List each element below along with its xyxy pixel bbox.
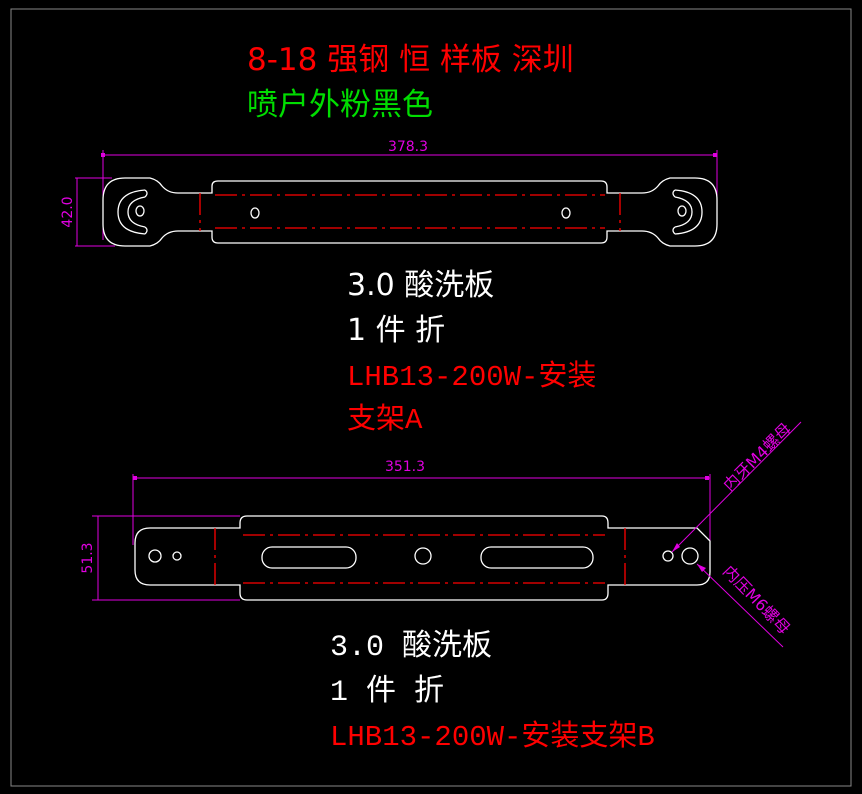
part-b-name: LHB13-200W-安装支架B [330, 719, 655, 754]
part-b-width-dimension: 351.3 [385, 459, 425, 475]
leader-m6 [696, 563, 784, 648]
part-b-drawing: 351.3 51.3 内牙M4螺母 内压M6螺母 [80, 419, 802, 648]
part-a-dimensions: 378.3 42.0 [60, 139, 718, 247]
note-m6-nut: 内压M6螺母 [719, 562, 794, 639]
note-m4-nut: 内牙M4螺母 [719, 419, 795, 495]
part-a-width-dimension: 378.3 [388, 139, 428, 155]
drawing-frame [10, 8, 852, 787]
part-a-name-line2: 支架A [347, 402, 423, 437]
part-b-quantity: 1 件 折 [330, 674, 444, 710]
part-b-material: 3.0 酸洗板 [330, 629, 492, 665]
title-text: 8-18 强钢 恒 样板 深圳 [247, 42, 574, 78]
part-b-dimensions: 351.3 51.3 [80, 459, 711, 601]
leader-m4 [671, 421, 802, 553]
part-a-height-dimension: 42.0 [60, 196, 76, 227]
finish-text: 喷户外粉黑色 [247, 87, 433, 123]
part-a-quantity: 1 件 折 [347, 313, 445, 348]
part-a-drawing: 378.3 42.0 [60, 139, 718, 247]
part-a-material: 3.0 酸洗板 [347, 268, 494, 303]
part-b-height-dimension: 51.3 [80, 542, 96, 573]
part-a-name-line1: LHB13-200W-安装 [347, 359, 596, 394]
